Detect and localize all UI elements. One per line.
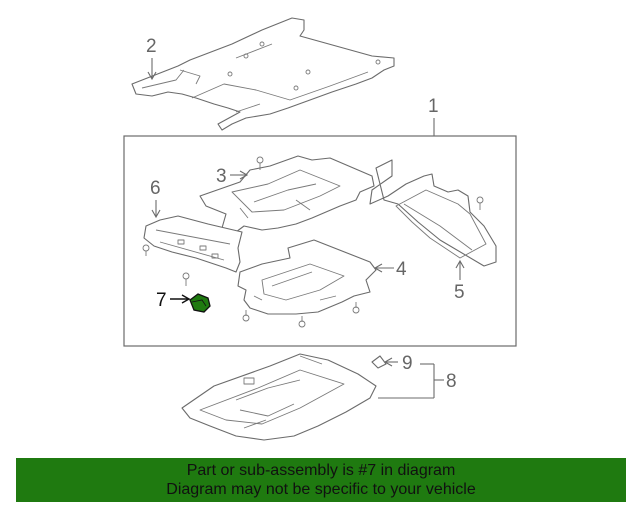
screw: [182, 272, 190, 286]
callout-3-label: 3: [216, 166, 227, 187]
leader-arrow-3: [239, 170, 249, 180]
leader-arrow-4: [373, 263, 383, 273]
callout-5-label: 5: [454, 282, 465, 303]
leader-arrow-2: [147, 71, 157, 81]
callout-8-label: 8: [446, 371, 457, 392]
callout-9[interactable]: 9: [383, 353, 413, 374]
part-6-trim: [142, 215, 243, 273]
callout-6[interactable]: 6: [150, 178, 161, 219]
callout-2-label: 2: [146, 36, 157, 57]
leader-arrow-5: [455, 259, 465, 269]
part-7-clip[interactable]: [189, 293, 211, 313]
banner-line-2: Diagram may not be specific to your vehi…: [166, 481, 476, 498]
callout-8[interactable]: 8: [378, 363, 457, 399]
part-5-housing: [369, 159, 497, 267]
part-4-console-base: [237, 239, 377, 328]
banner-line-1: Part or sub-assembly is #7 in diagram: [186, 462, 456, 479]
info-banner: Part or sub-assembly is #7 in diagram Di…: [16, 458, 626, 502]
callout-4-label: 4: [396, 259, 407, 280]
leader-arrow-7: [181, 294, 191, 304]
leader-arrow-6: [151, 209, 161, 219]
part-8-console-cover: [181, 353, 377, 441]
part-9-clip: [371, 355, 387, 369]
callout-7[interactable]: 7: [156, 290, 191, 311]
assembly-box: [123, 135, 517, 347]
callout-2[interactable]: 2: [146, 36, 157, 81]
callout-5[interactable]: 5: [454, 259, 465, 303]
callout-7-label: 7: [156, 290, 167, 311]
part-2-bracket: [131, 17, 395, 131]
callout-9-label: 9: [402, 353, 413, 374]
callout-6-label: 6: [150, 178, 161, 199]
callout-3[interactable]: 3: [216, 166, 249, 187]
clip-shape: [189, 293, 211, 313]
callout-4[interactable]: 4: [373, 259, 407, 280]
callout-1-label: 1: [428, 96, 439, 117]
leader-arrow-9: [383, 357, 393, 367]
callout-1[interactable]: 1: [428, 96, 439, 136]
